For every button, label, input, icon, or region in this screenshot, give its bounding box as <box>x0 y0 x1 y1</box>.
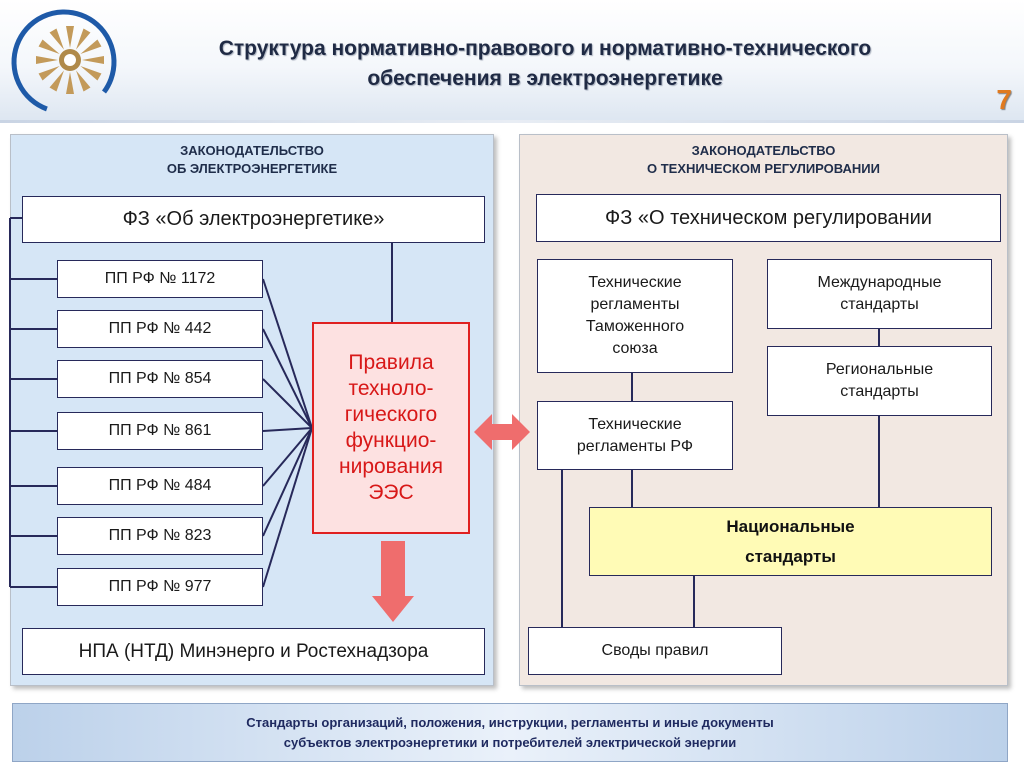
pp-item-1172: ПП РФ № 1172 <box>57 260 263 298</box>
pp-item-823: ПП РФ № 823 <box>57 517 263 555</box>
right-panel-title: ЗАКОНОДАТЕЛЬСТВО О ТЕХНИЧЕСКОМ РЕГУЛИРОВ… <box>646 143 880 176</box>
footer-banner: Стандарты организаций, положения, инстру… <box>12 703 1008 762</box>
npa-ntd-box: НПА (НТД) Минэнерго и Ростехнадзора <box>22 628 485 675</box>
federal-law-electric-power-box: ФЗ «Об электроэнергетике» <box>22 196 485 243</box>
tech-regulations-customs-union-box: Технические регламенты Таможенного союза <box>537 259 733 373</box>
page-title: Структура нормативно-правового и нормати… <box>218 37 872 90</box>
federal-law-tech-regulation-box: ФЗ «О техническом регулировании <box>536 194 1001 242</box>
header: Структура нормативно-правового и нормати… <box>0 0 1024 122</box>
pp-item-861: ПП РФ № 861 <box>57 412 263 450</box>
pp-item-442: ПП РФ № 442 <box>57 310 263 348</box>
company-logo-icon <box>11 9 117 115</box>
page-number: 7 <box>996 84 1012 115</box>
codes-of-rules-box: Своды правил <box>528 627 782 675</box>
tech-regulations-rf-box: Технические регламенты РФ <box>537 401 733 470</box>
pp-item-484: ПП РФ № 484 <box>57 467 263 505</box>
pp-item-854: ПП РФ № 854 <box>57 360 263 398</box>
pp-item-977: ПП РФ № 977 <box>57 568 263 606</box>
national-standards-box: Национальные стандарты <box>589 507 992 576</box>
header-divider <box>0 120 1024 123</box>
left-panel-title: ЗАКОНОДАТЕЛЬСТВО ОБ ЭЛЕКТРОЭНЕРГЕТИКЕ <box>166 143 338 176</box>
technological-rules-box: Правила техноло- гического функцио- ниро… <box>312 322 470 534</box>
international-standards-box: Международные стандарты <box>767 259 992 329</box>
regional-standards-box: Региональные стандарты <box>767 346 992 416</box>
